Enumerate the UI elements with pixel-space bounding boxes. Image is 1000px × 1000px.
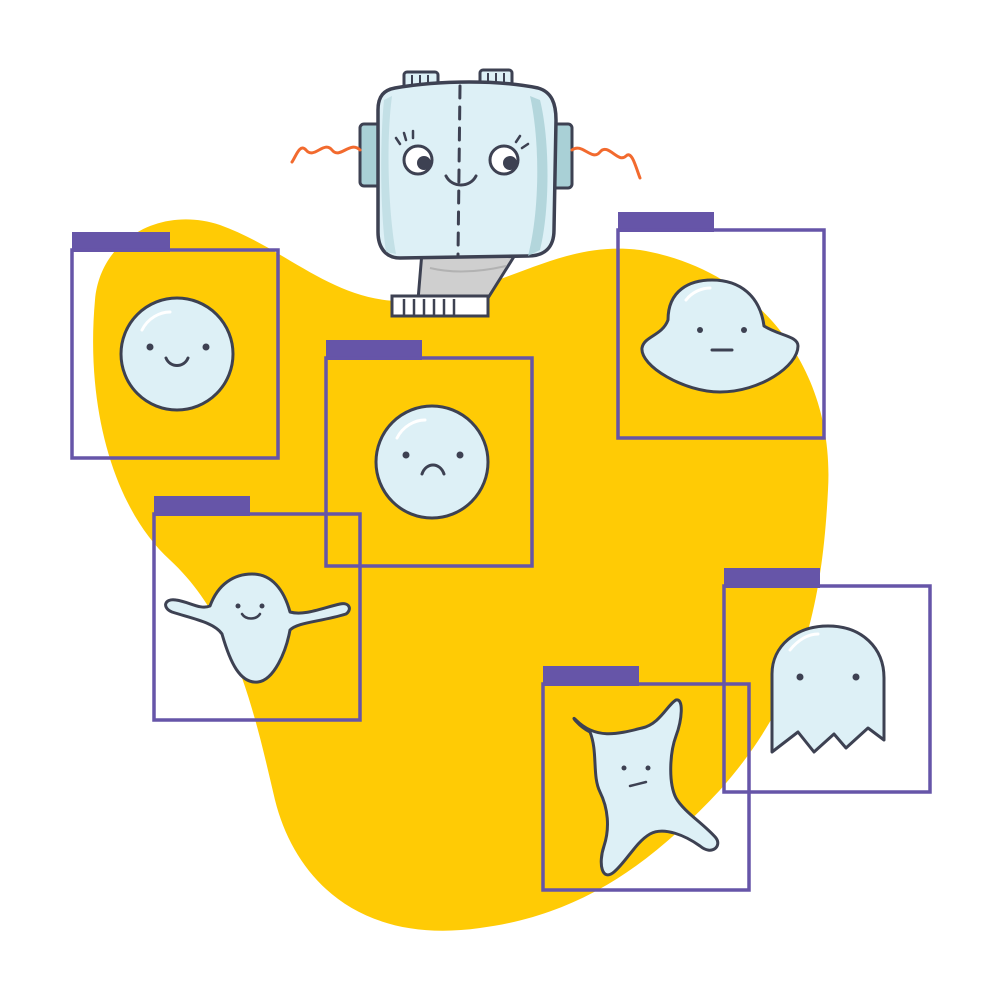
window-frame-sad xyxy=(324,340,534,568)
robot-head xyxy=(376,80,558,260)
robot-collar xyxy=(390,294,490,318)
ghost-icon xyxy=(770,624,886,754)
robot-antenna-right xyxy=(570,146,642,180)
robot-eye-right xyxy=(488,134,530,176)
window-frame-ghost-blob xyxy=(616,212,826,440)
window-frame-starfish xyxy=(541,666,751,892)
robot-antenna-left xyxy=(290,145,362,164)
sad-face-icon xyxy=(374,404,490,520)
robot-smile xyxy=(444,174,478,187)
waving-blob-icon xyxy=(164,572,351,684)
window-frame-waving-blob xyxy=(152,496,362,722)
window-frame-smiling xyxy=(70,232,280,460)
starfish-blob-icon xyxy=(572,698,720,877)
robot-eye-left xyxy=(394,129,434,176)
robot-icon xyxy=(290,68,642,318)
smiling-face-icon xyxy=(119,296,235,412)
ghost-blob-icon xyxy=(640,278,800,394)
window-frame-ghost xyxy=(722,568,932,794)
